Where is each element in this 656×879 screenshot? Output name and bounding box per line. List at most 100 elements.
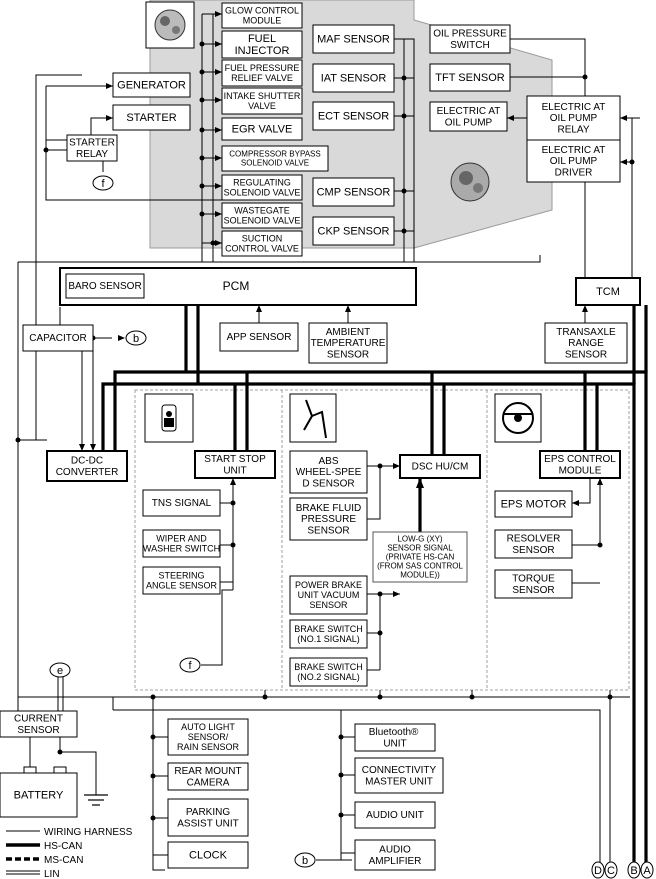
brake-pedal-icon: [289, 393, 337, 443]
box-eps-motor: EPS MOTOR: [494, 490, 573, 518]
box-tft-label: TFT SENSOR: [435, 72, 505, 84]
box-bluetooth: Bluetooth® UNIT: [354, 723, 436, 752]
box-audio-unit: AUDIO UNIT: [354, 801, 436, 829]
connector-e: e: [49, 662, 71, 678]
bus-letter-b: B: [627, 861, 641, 879]
box-battery: BATTERY: [0, 772, 78, 818]
box-tns: TNS SIGNAL: [142, 489, 221, 517]
box-generator: GENERATOR: [112, 72, 191, 98]
bus-letter-c: C: [604, 861, 618, 879]
box-tns-label: TNS SIGNAL: [152, 498, 212, 509]
engine-icon: [145, 1, 195, 49]
box-egr-label: EGR VALVE: [232, 124, 293, 136]
connector-b2: b: [294, 852, 316, 868]
box-pcm-label: PCM: [223, 279, 250, 293]
transmission-icon: [450, 162, 490, 202]
svg-text:f: f: [188, 660, 192, 672]
legend-lines: [6, 830, 40, 875]
arrows: [79, 11, 627, 597]
box-eps-motor-label: EPS MOTOR: [501, 499, 567, 511]
svg-text:D: D: [594, 865, 602, 877]
legend-wiring: WIRING HARNESS: [44, 827, 133, 838]
box-iat: IAT SENSOR: [312, 63, 395, 93]
box-starter-label: STARTER: [126, 112, 176, 124]
svg-text:b: b: [302, 855, 308, 867]
box-bluetooth-label: Bluetooth® UNIT: [369, 727, 421, 749]
connector-b1: b: [125, 330, 147, 346]
box-cmp: CMP SENSOR: [312, 177, 395, 207]
box-app-label: APP SENSOR: [227, 332, 292, 343]
box-cmp-label: CMP SENSOR: [317, 187, 391, 199]
svg-text:e: e: [57, 665, 63, 677]
box-brake-sw2-label: BRAKE SWITCH(NO.2 SIGNAL): [294, 662, 363, 682]
box-tcm: TCM: [575, 277, 641, 306]
junction-dots: [15, 41, 635, 821]
hs-can-lines: [101, 305, 648, 870]
box-lowg-label: LOW-G (XY)SENSOR SIGNAL(PRIVATE HS-CAN(F…: [377, 535, 463, 580]
svg-text:b: b: [133, 333, 139, 345]
box-dsc-label: DSC HU/CM: [412, 462, 469, 473]
box-ect-label: ECT SENSOR: [318, 111, 389, 123]
connector-f2: f: [179, 657, 201, 673]
svg-text:B: B: [630, 865, 637, 877]
box-ckp-label: CKP SENSOR: [318, 226, 390, 238]
bus-letter-d: D: [591, 861, 605, 879]
legend-hs: HS-CAN: [44, 841, 82, 852]
steering-wheel-icon: [494, 393, 542, 443]
box-ckp: CKP SENSOR: [312, 216, 395, 246]
box-lowg: LOW-G (XY)SENSOR SIGNAL(PRIVATE HS-CAN(F…: [372, 531, 468, 583]
box-brake-sw1: BRAKE SWITCH(NO.1 SIGNAL): [289, 619, 368, 649]
battery-terminals: [23, 766, 67, 774]
dashed-zones: [134, 389, 630, 691]
box-maf-label: MAF SENSOR: [317, 34, 390, 46]
box-tft: TFT SENSOR: [429, 63, 511, 92]
svg-text:f: f: [101, 178, 105, 190]
box-capacitor: CAPACITOR: [22, 324, 94, 352]
